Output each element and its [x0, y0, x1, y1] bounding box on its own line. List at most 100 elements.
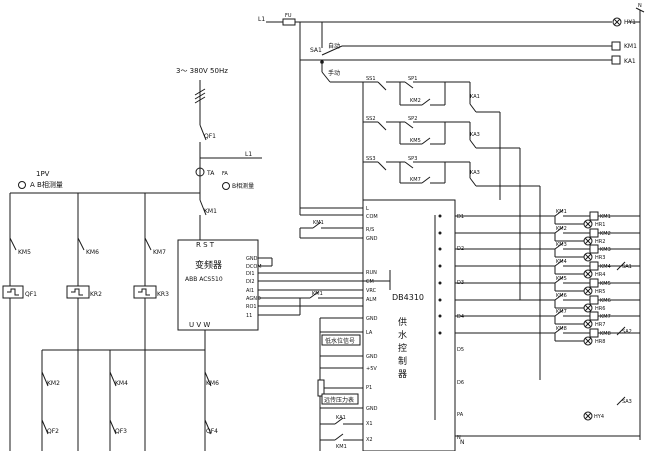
bottom-switch-1: KA1 [336, 415, 346, 421]
side-switch-2: SA2 [622, 329, 632, 335]
output-relay-6: KM6 [600, 298, 611, 304]
contact-3: KM7 [410, 177, 421, 183]
breaker-mid-1: QF1 [25, 291, 37, 298]
ta-label: TA [206, 170, 215, 177]
output-km-3: KM3 [556, 242, 567, 248]
contact-1: KM2 [410, 98, 421, 104]
controller-contact-1: KM1 [313, 220, 324, 226]
pressure-label: 远传压力表 [324, 396, 354, 404]
cpin-d4: D4 [457, 314, 464, 320]
stop-2: SP2 [408, 116, 417, 122]
vfd-terminals: R S T [196, 241, 215, 249]
cpin-5: RUN [366, 270, 377, 276]
fa-label: FA [222, 171, 228, 177]
output-km-1: KM1 [556, 209, 567, 215]
cpin-n: N [457, 435, 461, 441]
start-2: SS2 [366, 116, 376, 122]
bottom-switch-2: KM1 [336, 444, 347, 450]
cpin-13: P1 [366, 385, 372, 391]
b-phase-meter-icon [222, 182, 230, 190]
start-3: SS3 [366, 156, 376, 162]
contactor-bottom-2: KM4 [115, 380, 128, 387]
output-relay-5: KM5 [600, 281, 611, 287]
vfd-pin-4: DI2 [246, 279, 255, 285]
power-supply: 3～ 380V 50Hz QF1 L1 TA FA B相测量 KM1 [176, 67, 262, 240]
side-switches: SA1 SA2 SA3 HY4 [583, 261, 632, 421]
output-km-7: KM7 [556, 309, 567, 315]
vfd-pin-5: AI1 [246, 288, 254, 294]
output-relay-8: KM8 [600, 331, 611, 337]
cpin-10: LA [366, 330, 373, 336]
output-relay-8-icon [589, 328, 599, 338]
breaker-bottom-2: QF3 [115, 428, 127, 435]
cpin-pa: PA [457, 412, 464, 418]
controller-title-3: 控 [398, 342, 407, 354]
output-relay-2: KM2 [600, 231, 611, 237]
controller-title-2: 水 [398, 329, 407, 341]
output-lamp-8: HR8 [595, 339, 605, 345]
alarm-lamp-icon [583, 411, 593, 421]
alarm-lamp-label: HY4 [594, 414, 604, 420]
cpin-3: R/S [366, 227, 374, 233]
supply-voltage: 3～ 380V 50Hz [176, 67, 228, 75]
output-relay-4-icon [589, 261, 599, 271]
low-water-box [321, 334, 361, 346]
stop-3: SP3 [408, 156, 417, 162]
cpin-d1: D1 [457, 214, 464, 220]
pressure-box [321, 393, 359, 405]
relay-ka1-icon [611, 55, 621, 65]
contact-2: KM5 [410, 138, 421, 144]
neutral-label: N [460, 439, 465, 446]
l1-label: L1 [245, 151, 252, 158]
controller-title-5: 器 [398, 369, 407, 380]
cpin-9: GND [366, 316, 378, 322]
cpin-14: GND [366, 406, 378, 412]
controller-contact-2: KM1 [312, 291, 323, 297]
low-water-label: 低水位信号 [325, 337, 355, 345]
output-relay-2-icon [589, 228, 599, 238]
contactor-bottom-1: KM2 [47, 380, 60, 387]
contactor-top-2: KM6 [86, 249, 99, 256]
output-lamp-4-icon [583, 269, 593, 279]
vfd-model: ABB ACS510 [185, 276, 223, 283]
indicator-3: KA1 [624, 58, 636, 65]
output-lamp-3: HR3 [595, 255, 605, 261]
vfd-name: 变频器 [195, 259, 222, 271]
output-lamp-7-icon [583, 319, 593, 329]
contactors-top: KM5 KM6 KM7 [9, 237, 166, 256]
relay-km1-icon [611, 41, 621, 51]
selector-id: SA1 [310, 47, 322, 54]
controller-title-4: 制 [398, 355, 407, 367]
vfd-pin-7: RO1 [246, 304, 257, 310]
output-lamp-2-icon [583, 236, 593, 246]
cpin-12: +5V [366, 366, 377, 372]
output-km-8: KM8 [556, 326, 567, 332]
relay-1: KA1 [470, 94, 480, 100]
vfd-pin-8: 11 [246, 313, 252, 319]
cpin-1: L [366, 206, 369, 212]
voltmeter-icon [18, 181, 26, 189]
breaker-mid-2: KR2 [90, 291, 102, 298]
output-lamp-8-icon [583, 336, 593, 346]
output-lamp-7: HR7 [595, 322, 605, 328]
contactor-top-3: KM7 [153, 249, 166, 256]
qf1-label: QF1 [204, 133, 216, 140]
contactor-top-1: KM5 [18, 249, 31, 256]
cpin-16: X2 [366, 437, 373, 443]
output-lamp-6-icon [583, 303, 593, 313]
relay-2: KA3 [470, 132, 480, 138]
lamp-hy1-icon [612, 17, 622, 27]
selector-manual: 手动 [328, 69, 340, 77]
output-km-6: KM6 [556, 293, 567, 299]
output-lamp-5: HR5 [595, 289, 605, 295]
output-relay-7-icon [589, 311, 599, 321]
output-lamp-1: HR1 [595, 222, 605, 228]
cpin-d6: D6 [457, 380, 464, 386]
right-buses: N [434, 215, 640, 446]
output-relay-4: KM4 [600, 264, 611, 270]
output-relay-1-icon [589, 211, 599, 221]
side-switch-3: SA3 [622, 399, 632, 405]
1pv-label: 1PV [36, 170, 50, 178]
contactor-bottom-3: KM6 [206, 380, 219, 387]
